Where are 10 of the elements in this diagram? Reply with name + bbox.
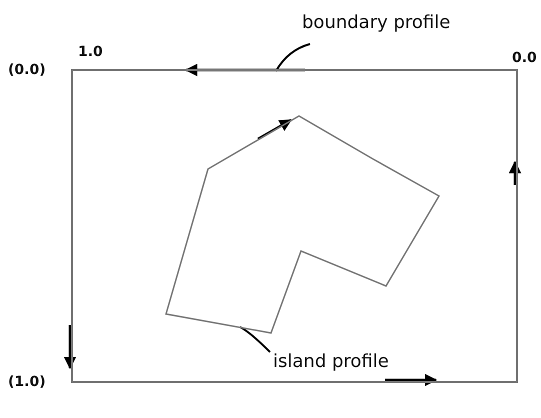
coordinate-label: 0.0 — [512, 50, 537, 66]
profile-label: island profile — [273, 351, 389, 372]
coordinate-label: (0.0) — [8, 62, 46, 78]
leader-line — [240, 326, 271, 353]
coordinate-label: 1.0 — [78, 44, 103, 60]
profile-label: boundary profile — [302, 12, 450, 33]
boundary-rectangle — [71, 69, 518, 383]
leader-line — [275, 43, 310, 72]
coordinate-label: (1.0) — [8, 374, 46, 390]
island-polygon — [165, 115, 440, 334]
